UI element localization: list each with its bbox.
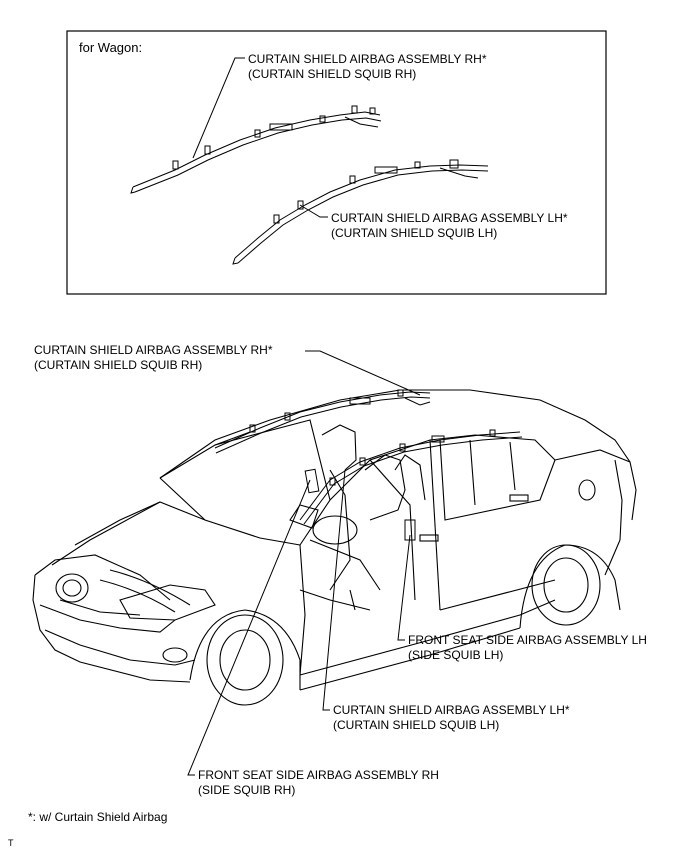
sedan-front-seat-rh-leader xyxy=(187,479,311,776)
label-line-1: CURTAIN SHIELD AIRBAG ASSEMBLY LH* xyxy=(333,703,570,717)
label-line-1: CURTAIN SHIELD AIRBAG ASSEMBLY LH* xyxy=(331,211,568,225)
wagon-inset-frame xyxy=(66,30,607,295)
label-line-2: (CURTAIN SHIELD SQUIB LH) xyxy=(331,226,498,240)
wagon-lh-leader xyxy=(299,204,328,218)
sedan-curtain-rh-label: CURTAIN SHIELD AIRBAG ASSEMBLY RH* (CURT… xyxy=(34,343,273,373)
sedan-front-seat-rh-label: FRONT SEAT SIDE AIRBAG ASSEMBLY RH (SIDE… xyxy=(198,768,439,798)
sedan-curtain-lh-leader xyxy=(322,469,346,711)
wagon-curtain-airbag-rh xyxy=(130,105,382,194)
corner-mark: T xyxy=(8,838,14,848)
label-line-2: (CURTAIN SHIELD SQUIB RH) xyxy=(248,67,417,81)
footnote: *: w/ Curtain Shield Airbag xyxy=(28,810,168,824)
label-line-2: (SIDE SQUIB RH) xyxy=(198,783,296,797)
wagon-curtain-rh-label: CURTAIN SHIELD AIRBAG ASSEMBLY RH* (CURT… xyxy=(248,52,487,82)
sedan-front-seat-lh-leader xyxy=(397,534,411,641)
label-line-2: (CURTAIN SHIELD SQUIB LH) xyxy=(333,718,500,732)
sedan-curtain-lh-label: CURTAIN SHIELD AIRBAG ASSEMBLY LH* (CURT… xyxy=(333,703,570,733)
label-line-2: (SIDE SQUIB LH) xyxy=(408,648,504,662)
label-line-1: FRONT SEAT SIDE AIRBAG ASSEMBLY RH xyxy=(198,768,439,782)
wagon-curtain-lh-label: CURTAIN SHIELD AIRBAG ASSEMBLY LH* (CURT… xyxy=(331,211,568,241)
label-line-1: FRONT SEAT SIDE AIRBAG ASSEMBLY LH xyxy=(408,633,647,647)
sedan-curtain-airbag-lh xyxy=(299,429,523,525)
label-line-2: (CURTAIN SHIELD SQUIB RH) xyxy=(34,358,203,372)
front-seat-side-airbag-rh-module xyxy=(304,468,320,494)
front-seat-side-airbag-lh-module xyxy=(404,519,416,541)
wagon-rh-leader xyxy=(192,57,245,159)
sedan-curtain-airbag-rh xyxy=(214,389,431,454)
wagon-curtain-airbag-lh xyxy=(232,159,489,265)
sedan-curtain-rh-leader xyxy=(305,350,421,396)
sedan-front-seat-lh-label: FRONT SEAT SIDE AIRBAG ASSEMBLY LH (SIDE… xyxy=(408,633,647,663)
label-line-1: CURTAIN SHIELD AIRBAG ASSEMBLY RH* xyxy=(34,343,273,357)
wagon-inset-title: for Wagon: xyxy=(79,40,143,55)
label-line-1: CURTAIN SHIELD AIRBAG ASSEMBLY RH* xyxy=(248,52,487,66)
sedan-car-body xyxy=(32,389,637,706)
